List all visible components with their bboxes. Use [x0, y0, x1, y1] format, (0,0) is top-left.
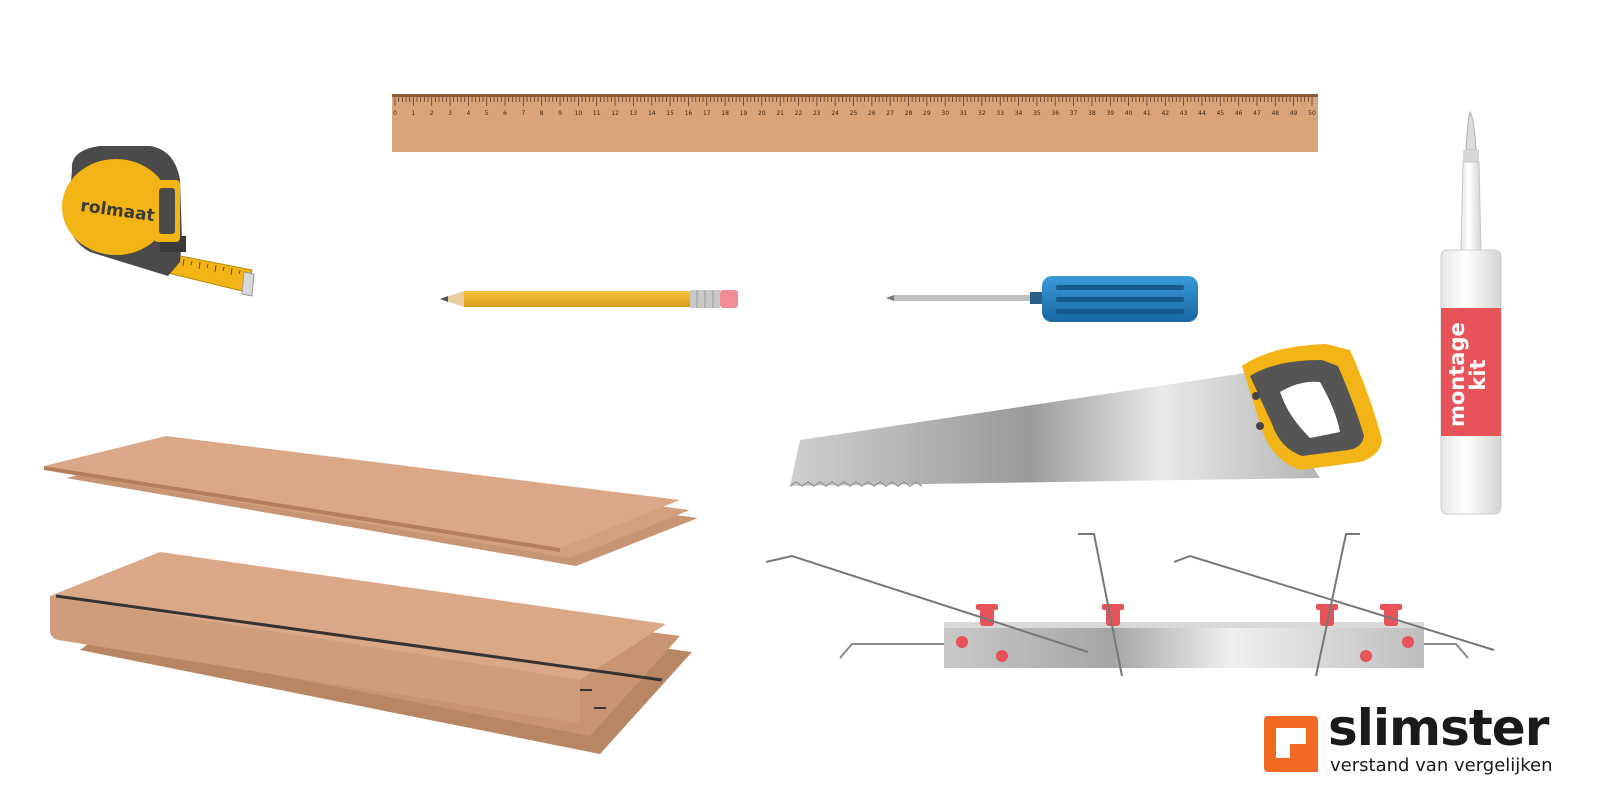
ruler-tick-label: 27: [886, 110, 894, 117]
ruler-tick-label: 41: [1143, 110, 1151, 117]
sealant-label: montage kit: [1445, 322, 1493, 427]
ruler-tick-label: 42: [1161, 110, 1169, 117]
hand-saw-icon: [789, 344, 1382, 487]
ruler-tick-label: 18: [721, 110, 729, 117]
ruler-tick-label: 3: [448, 110, 452, 117]
tape-measure-icon: [62, 146, 255, 297]
pencil-icon: [440, 290, 738, 308]
ruler-tick-label: 12: [611, 110, 619, 117]
ruler-tick-label: 0: [393, 110, 397, 117]
ruler-tick-label: 4: [466, 110, 470, 117]
ruler-tick-label: 6: [503, 110, 507, 117]
sealant-tube-icon: [1440, 110, 1502, 515]
ruler-tick-label: 44: [1198, 110, 1206, 117]
brand-tagline: verstand van vergelijken: [1330, 755, 1553, 776]
slimster-logo-icon: [1264, 716, 1318, 772]
mounting-rail-icon: [765, 533, 1495, 677]
sealant-label-line2: kit: [1466, 359, 1490, 391]
ruler-tick-label: 17: [703, 110, 711, 117]
ruler-tick-label: 45: [1216, 110, 1224, 117]
ruler-tick-label: 15: [666, 110, 674, 117]
ruler-tick-label: 30: [941, 110, 949, 117]
ruler-tick-label: 35: [1033, 110, 1041, 117]
ruler-tick-label: 40: [1125, 110, 1133, 117]
ruler-tick-label: 23: [813, 110, 821, 117]
ruler-tick-label: 14: [648, 110, 656, 117]
screwdriver-icon: [886, 276, 1198, 322]
ruler-tick-label: 38: [1088, 110, 1096, 117]
ruler-tick-label: 5: [485, 110, 489, 117]
ruler-tick-label: 1: [411, 110, 415, 117]
ruler-tick-label: 10: [575, 110, 583, 117]
ruler-tick-label: 39: [1106, 110, 1114, 117]
ruler-tick-label: 36: [1051, 110, 1059, 117]
ruler-tick-label: 49: [1290, 110, 1298, 117]
ruler-tick-label: 11: [593, 110, 601, 117]
ruler-tick-label: 28: [905, 110, 913, 117]
ruler-tick-label: 20: [758, 110, 766, 117]
ruler-tick-label: 48: [1271, 110, 1279, 117]
ruler-tick-label: 29: [923, 110, 931, 117]
ruler-tick-label: 21: [776, 110, 784, 117]
ruler-tick-label: 8: [540, 110, 544, 117]
ruler-tick-label: 26: [868, 110, 876, 117]
ruler-tick-label: 9: [558, 110, 562, 117]
ruler-tick-label: 33: [996, 110, 1004, 117]
ruler-tick-label: 32: [978, 110, 986, 117]
ruler-tick-label: 2: [430, 110, 434, 117]
laminate-boards-icon: [44, 436, 698, 566]
ruler-tick-label: 43: [1180, 110, 1188, 117]
ruler-tick-label: 24: [831, 110, 839, 117]
ruler-tick-label: 25: [850, 110, 858, 117]
ruler-tick-label: 16: [685, 110, 693, 117]
brand-name: slimster: [1328, 699, 1549, 757]
ruler-tick-label: 46: [1235, 110, 1243, 117]
ruler-tick-label: 19: [740, 110, 748, 117]
ruler-tick-label: 37: [1070, 110, 1078, 117]
ruler-tick-label: 50: [1308, 110, 1316, 117]
ruler-tick-label: 34: [1015, 110, 1023, 117]
ruler-tick-label: 31: [960, 110, 968, 117]
ruler-tick-label: 47: [1253, 110, 1261, 117]
sealant-label-line1: montage: [1445, 322, 1469, 427]
stair-treads-icon: [50, 552, 692, 754]
ruler-tick-label: 22: [795, 110, 803, 117]
ruler-tick-label: 7: [521, 110, 525, 117]
ruler-tick-label: 13: [630, 110, 638, 117]
